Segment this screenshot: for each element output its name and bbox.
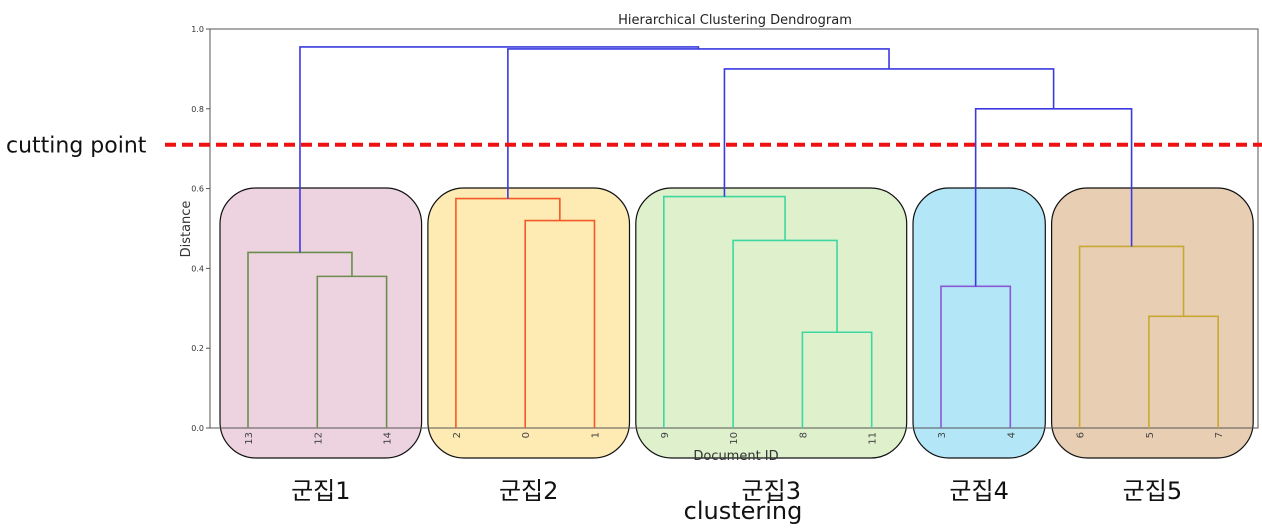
cluster-box-4 [912, 187, 1046, 459]
leaf-label: 2 [452, 432, 463, 438]
cluster-labels: 군집1 군집2 군집3 군집4 군집5 [291, 477, 1182, 505]
x-axis-label: Document ID [693, 449, 778, 464]
y-tick-label: 0.6 [191, 185, 204, 194]
y-tick-label: 0.2 [191, 344, 204, 353]
leaf-label: 13 [244, 432, 255, 445]
leaf-label: 4 [1006, 432, 1017, 438]
y-tick-label: 0.0 [191, 424, 204, 433]
leaf-labels: 13 12 14 2 0 1 9 10 8 11 3 4 6 5 7 [244, 432, 1225, 445]
leaf-label: 11 [868, 432, 879, 445]
y-tick-label: 0.8 [191, 105, 204, 114]
dendrogram-links [247, 46, 1219, 428]
cluster-label-1: 군집1 [291, 477, 350, 505]
leaf-label: 8 [798, 432, 809, 438]
y-tick-label: 1.0 [191, 25, 204, 34]
leaf-label: 6 [1076, 432, 1087, 438]
y-tick-label: 0.4 [191, 264, 204, 273]
dendrogram-link [299, 46, 700, 253]
cluster-box-2 [427, 187, 631, 459]
leaf-label: 1 [591, 432, 602, 438]
cluster-label-5: 군집5 [1123, 477, 1182, 505]
leaf-label: 3 [937, 432, 948, 438]
plot-frame [209, 28, 1259, 429]
leaf-label: 7 [1214, 432, 1225, 438]
cluster-box-5 [1050, 187, 1254, 459]
clustering-caption: clustering [684, 497, 803, 525]
leaf-label: 14 [383, 432, 394, 445]
leaf-label: 10 [729, 432, 740, 445]
dendrogram-link [507, 48, 890, 199]
dendrogram-link [723, 68, 1055, 197]
y-axis-label: Distance [179, 201, 194, 258]
cluster-boxes [219, 187, 1254, 459]
cluster-label-3: 군집3 [742, 477, 801, 505]
cutting-point-label: cutting point [6, 134, 147, 159]
leaf-label: 12 [313, 432, 324, 445]
chart-title: Hierarchical Clustering Dendrogram [618, 13, 852, 28]
leaf-label: 0 [521, 432, 532, 438]
cluster-box-3 [635, 187, 908, 459]
cluster-label-4: 군집4 [949, 477, 1008, 505]
cluster-box-1 [219, 187, 423, 459]
leaf-label: 5 [1145, 432, 1156, 438]
leaf-label: 9 [660, 432, 671, 438]
cluster-label-2: 군집2 [499, 477, 558, 505]
y-axis-ticks: 0.0 0.2 0.4 0.6 0.8 1.0 [191, 25, 210, 433]
